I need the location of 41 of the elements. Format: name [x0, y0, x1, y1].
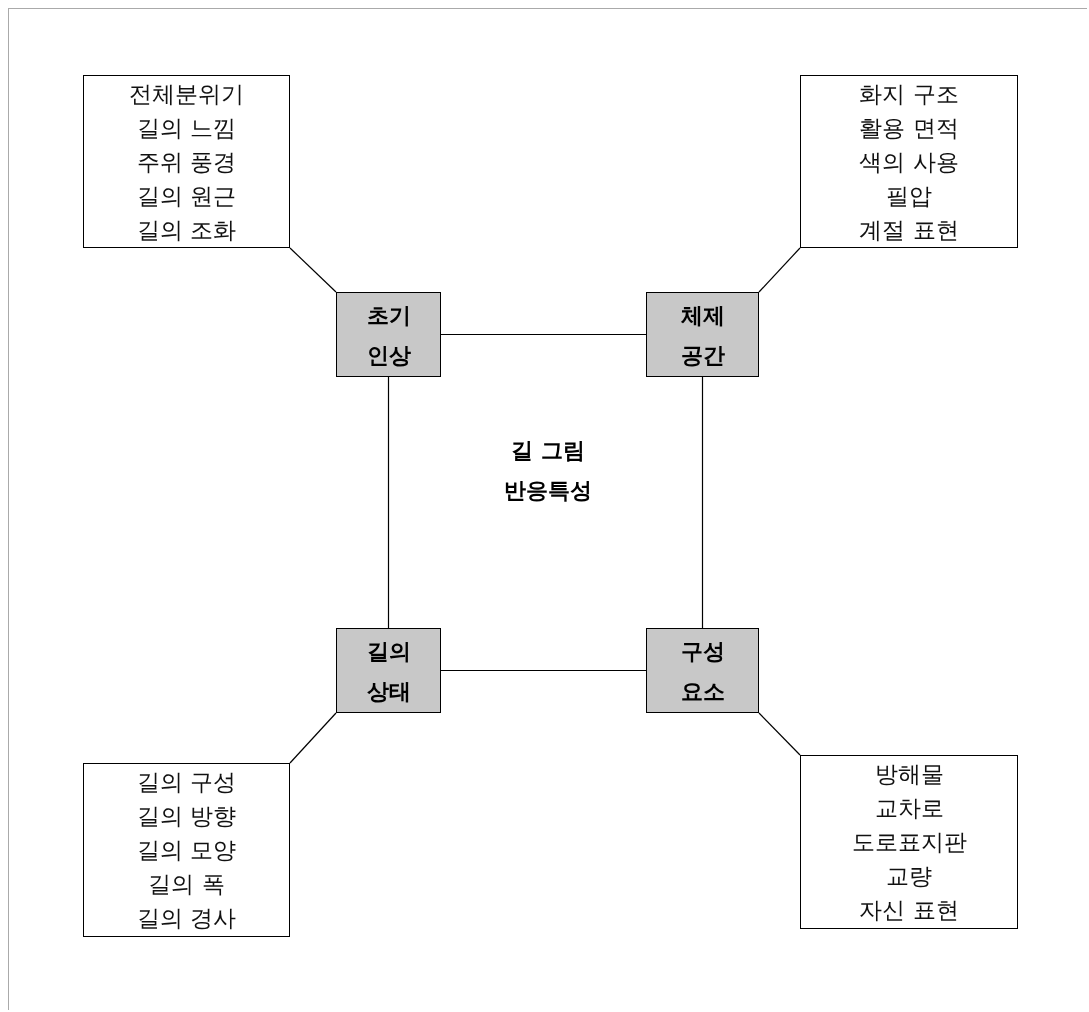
item-list-box — [800, 755, 1018, 929]
list-item: 길의 폭 — [148, 870, 225, 899]
connector-line — [440, 669, 647, 672]
connector-line — [440, 333, 647, 336]
category-label: 초기 인상 — [365, 300, 412, 370]
connector-line — [289, 712, 337, 764]
list-item: 도로표지판 — [851, 828, 967, 857]
item-list-box — [800, 75, 1018, 248]
list-item: 계절 표현 — [859, 215, 959, 245]
list-item: 길의 경사 — [136, 904, 237, 933]
category-box — [336, 628, 441, 713]
list-item: 전체분위기 — [129, 79, 244, 109]
category-box — [646, 292, 759, 377]
connector-line — [758, 247, 801, 293]
list-item: 길의 구성 — [136, 768, 237, 797]
list-item: 색의 사용 — [859, 147, 959, 177]
list-item: 자신 표현 — [859, 896, 959, 925]
list-item: 교차로 — [874, 794, 944, 823]
center-title: 길 그림 반응특성 — [503, 436, 593, 505]
connector-line — [701, 376, 704, 629]
list-item: 주위 풍경 — [136, 147, 237, 177]
list-item: 길의 원근 — [136, 181, 237, 211]
item-list-box — [83, 75, 290, 248]
connector-line — [387, 376, 390, 629]
category-box — [646, 628, 759, 713]
category-box — [336, 292, 441, 377]
list-item: 필압 — [886, 181, 932, 211]
category-label: 체제 공간 — [679, 300, 726, 370]
list-item: 활용 면적 — [859, 113, 959, 143]
list-item: 방해물 — [874, 760, 944, 789]
item-list-box — [83, 763, 290, 937]
list-item: 길의 조화 — [136, 215, 237, 245]
category-label: 길의 상태 — [365, 636, 412, 706]
list-item: 길의 느낌 — [136, 113, 237, 143]
list-item: 화지 구조 — [859, 79, 959, 109]
list-item: 교량 — [886, 862, 932, 891]
category-label: 구성 요소 — [679, 636, 726, 706]
connector-line — [289, 247, 337, 293]
connector-line — [758, 712, 801, 756]
list-item: 길의 방향 — [136, 802, 237, 831]
list-item: 길의 모양 — [136, 836, 237, 865]
